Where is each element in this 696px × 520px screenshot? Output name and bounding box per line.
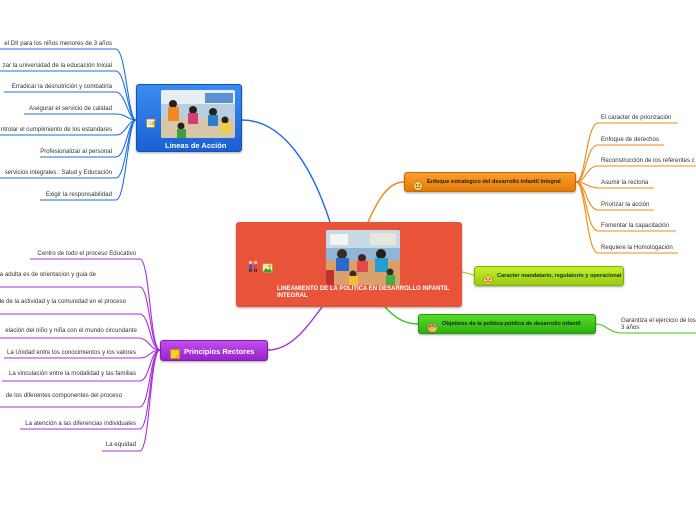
lineas-item-3[interactable]: Erradicar la desnutrición y combatirla: [11, 83, 112, 90]
children-icon: [247, 259, 259, 277]
enfoque-item-4[interactable]: Asumir la rectoria: [601, 179, 649, 186]
enfoque-item-3[interactable]: Reconstrucción de los referentes c: [601, 157, 695, 164]
principios-item-1[interactable]: Centro de todo el proceso Educativo: [37, 250, 136, 257]
enfoque-item-7[interactable]: Requiere la Homologación: [601, 244, 673, 251]
lineas-item-5[interactable]: ntrolar el cumplimiento de los estandare…: [0, 126, 112, 133]
lineas-item-4[interactable]: Asegurar el servicio de calidad: [29, 105, 112, 112]
lineas-item-7[interactable]: servicios integrales : Salud y Educación: [4, 169, 112, 176]
caracter-label: Caracter mandatario, regulatorio y opera…: [497, 273, 622, 279]
enfoque-item-2[interactable]: Enfoque de derechos: [601, 136, 659, 143]
lineas-item-6[interactable]: Profesionalizar al personal: [40, 148, 112, 155]
lineas-de-accion-node[interactable]: Lineas de Acción: [136, 84, 242, 152]
objetivos-node[interactable]: Objetivos de la política pública de desa…: [418, 314, 596, 334]
picture-icon: [262, 260, 273, 278]
lineas-de-accion-label: Lineas de Acción: [165, 141, 227, 150]
face-icon: [413, 178, 423, 196]
principios-item-4[interactable]: elación del niño y niña con el mundo cir…: [5, 327, 137, 334]
lineas-item-1[interactable]: el DII para los niños menores de 3 años: [4, 40, 112, 47]
principios-item-8[interactable]: La atención a las diferencias individual…: [25, 420, 136, 427]
objetivos-label: Objetivos de la política pública de desa…: [442, 321, 581, 327]
notepad-icon: [146, 115, 157, 133]
principios-rectores-label: Principios Rectores: [184, 347, 255, 356]
enfoque-label: Enfoque estrategico del desarrollo infan…: [427, 179, 561, 185]
principios-item-7[interactable]: de los diferentes componentes del proces…: [5, 392, 122, 399]
lineas-photo: [161, 90, 235, 138]
palette-icon: [427, 320, 438, 338]
principios-item-3[interactable]: de de la actividad y la comunidad en el …: [0, 298, 126, 305]
connector-lineas: [241, 119, 331, 223]
enfoque-item-1[interactable]: El caracter de priorización: [601, 114, 672, 121]
objetivos-item-1[interactable]: Garantiza el ejercicio de los 3 años: [621, 317, 696, 331]
central-topic-label: LINEAMIENTO DE LA POLITICA EN DESARROLLO…: [277, 286, 450, 299]
principios-rectores-node[interactable]: Principios Rectores: [160, 340, 268, 361]
face-icon: [483, 272, 493, 290]
lineas-item-8[interactable]: Exigir la responsabilidad: [45, 191, 112, 198]
principios-item-5[interactable]: La Unidad entre los conocimientos y los …: [6, 349, 136, 356]
enfoque-item-5[interactable]: Priorizar la acción: [601, 201, 650, 208]
enfoque-item-6[interactable]: Fomentar la capacitación: [601, 222, 670, 229]
connector-enfoque: [367, 181, 405, 223]
principios-item-2[interactable]: a persona adulta es de orientacion y gui…: [0, 271, 96, 278]
principios-item-6[interactable]: La vinculación entre la modalidad y las …: [8, 370, 136, 377]
note-icon: [170, 346, 180, 364]
connector-objetivos: [384, 306, 419, 325]
connector-principios: [267, 306, 323, 351]
principios-item-9[interactable]: La equidad: [105, 441, 136, 448]
lineas-item-2[interactable]: zar la universidad de la educación Inici…: [2, 62, 112, 69]
central-topic[interactable]: LINEAMIENTO DE LA POLITICA EN DESARROLLO…: [236, 222, 462, 307]
connector-caracter: [461, 271, 475, 276]
central-photo: [326, 230, 400, 285]
enfoque-node[interactable]: Enfoque estrategico del desarrollo infan…: [404, 172, 576, 192]
caracter-node[interactable]: Caracter mandatario, regulatorio y opera…: [474, 266, 624, 286]
